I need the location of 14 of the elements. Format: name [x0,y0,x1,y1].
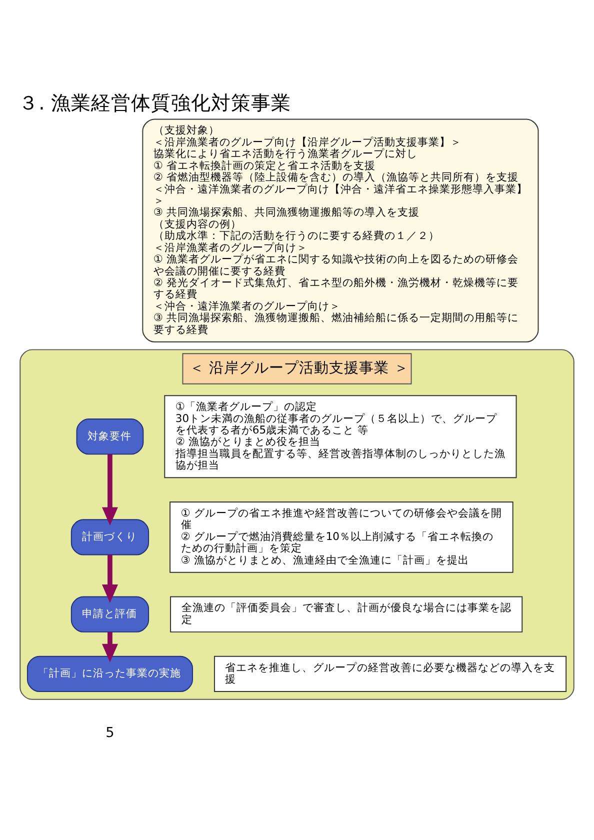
node-box: （支援対象） ＜沿岸漁業者のグループ向け【沿岸グループ活動支援事業】＞ 協業化により省エネ活動を行う漁業者グループに対し ① 省エネ転換計画の策定と省エネ活動を支援 ② 省燃油型機器等（陸上設備を含む）の導入（漁協等と共同所有）を支援 ＜沖合・遠洋漁業者のグループ向け【沖合・遠洋省エネ操業形態導入事業】＞ ③ 共同漁場探索船、共同漁獲物運搬船等の導入を支援 （支援内容の例） （助成水準：下記の活動を行うのに要する経費の１／２） ＜沿岸漁業者のグループ向け＞ ① 漁業者グループが省エネに関する知識や技術の向上を図るための研修会や会議の開催に要する経費 ② 発光ダイオード式集魚灯、省エネ型の船外機・漁労機材・乾燥機等に要する経費 ＜沖合・遠洋漁業者のグループ向け＞ ③ 共同漁場探索船、漁獲物運搬船、燃油補給船に係る一定期間の用船等に要する経費 [142,118,539,342]
arrow [102,454,118,525]
node-box: 計画づくり [70,518,150,555]
node-box: ①「漁業者グループ」の認定 30トン未満の漁船の従事者のグループ（５名以上）で、グループを代表する者が65歳未満であること 等 ② 漁協がとりまとめ役を担当 指導担当職員を配置する等、経営改善指導体制のしっかりとした漁協が担当 [164,394,517,478]
node-box: ① グループの省エネ推進や経営改善についての研修会や会議を開催 ② グループで燃油消費総量を10％以上削減する「省エネ転換のための行動計画」を策定 ③ 漁協がとりまとめ、漁連経由で全漁連に「計画」を提出 [170,501,514,572]
diagram-title: ３. 漁業経営体質強化対策事業 [18,90,292,114]
arrow [102,632,118,662]
node-box: 「計画」に沿った事業の実施 [26,655,193,692]
node-box: 全漁連の「評価委員会」で審査し、計画が優良な場合には事業を認定 [170,596,523,632]
node-box: 申請と評価 [70,596,150,632]
node-box: 対象要件 [76,418,144,454]
arrow [102,554,118,602]
label: 5 [106,724,114,741]
node-box: 省エネを推進し、グループの経営改善に必要な機器などの導入を支援 [214,655,567,692]
